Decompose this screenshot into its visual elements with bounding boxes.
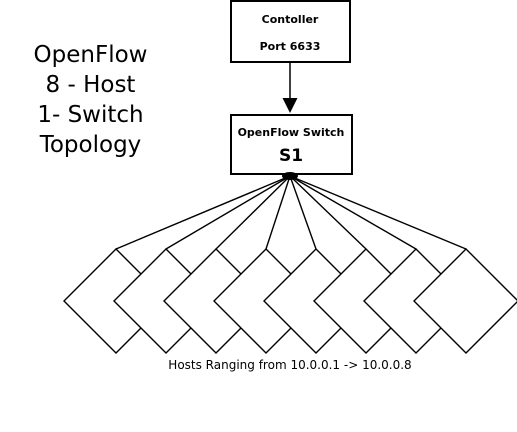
title-line-4: Topology bbox=[39, 132, 142, 158]
host-link-3 bbox=[215, 175, 291, 250]
host-link-2 bbox=[165, 175, 291, 250]
controller-label: Contoller bbox=[262, 13, 319, 26]
host-links bbox=[115, 175, 467, 250]
host-link-7 bbox=[289, 175, 417, 250]
controller-port: Port 6633 bbox=[260, 40, 321, 53]
host-link-8 bbox=[289, 175, 467, 250]
switch-label: OpenFlow Switch bbox=[238, 126, 345, 139]
host-8 bbox=[413, 248, 517, 354]
diagram-title: OpenFlow 8 - Host 1- Switch Topology bbox=[18, 40, 163, 160]
title-line-2: 8 - Host bbox=[45, 72, 136, 98]
title-line-3: 1- Switch bbox=[37, 102, 144, 128]
host-link-1 bbox=[115, 175, 291, 250]
hosts-caption: Hosts Ranging from 10.0.0.1 -> 10.0.0.8 bbox=[168, 358, 411, 372]
host-link-5 bbox=[289, 175, 317, 250]
hosts-group bbox=[63, 248, 517, 354]
host-link-6 bbox=[289, 175, 367, 250]
title-line-1: OpenFlow bbox=[33, 42, 148, 68]
host-link-4 bbox=[265, 175, 291, 250]
switch-name: S1 bbox=[279, 146, 303, 166]
controller-box bbox=[230, 0, 351, 63]
